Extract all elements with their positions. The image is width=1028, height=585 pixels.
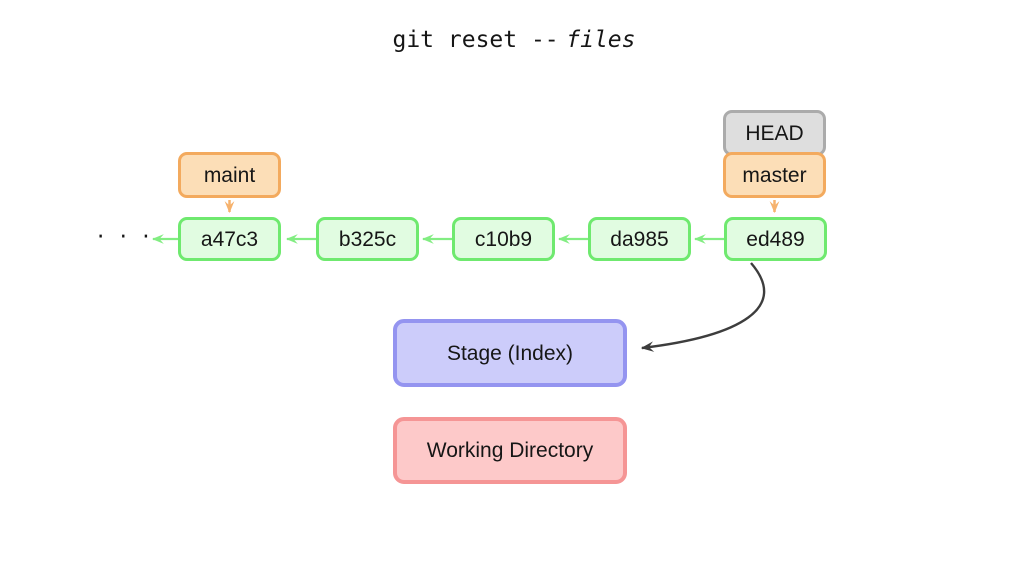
stage-index-label: Stage (Index) [446, 341, 574, 365]
branch-label-master: master [723, 152, 826, 198]
commit-id-text: a47c3 [200, 227, 259, 251]
working-directory-box: Working Directory [393, 417, 627, 484]
title-command: git reset -- [392, 27, 559, 53]
branch-label-maint-text: maint [203, 163, 256, 187]
working-directory-label: Working Directory [426, 439, 594, 462]
commit-id-text: b325c [338, 227, 397, 251]
branch-label-master-text: master [742, 163, 807, 187]
reset-commit-to-stage-arrow [640, 262, 766, 352]
head-label-text: HEAD [745, 121, 804, 145]
head-label: HEAD [723, 110, 826, 156]
history-ellipsis: · · · [97, 224, 154, 250]
title-argument: files [566, 27, 636, 53]
commit-id-text: c10b9 [474, 227, 533, 251]
commit-node-c10b9: c10b9 [452, 217, 555, 261]
commit-node-da985: da985 [588, 217, 691, 261]
branch-label-maint: maint [178, 152, 281, 198]
commit-id-text: da985 [610, 227, 669, 251]
commit-node-a47c3: a47c3 [178, 217, 281, 261]
commit-node-b325c: b325c [316, 217, 419, 261]
commit-node-ed489: ed489 [724, 217, 827, 261]
commit-id-text: ed489 [746, 227, 805, 251]
stage-index-box: Stage (Index) [393, 319, 627, 387]
diagram-title: git reset -- files [0, 27, 1028, 53]
